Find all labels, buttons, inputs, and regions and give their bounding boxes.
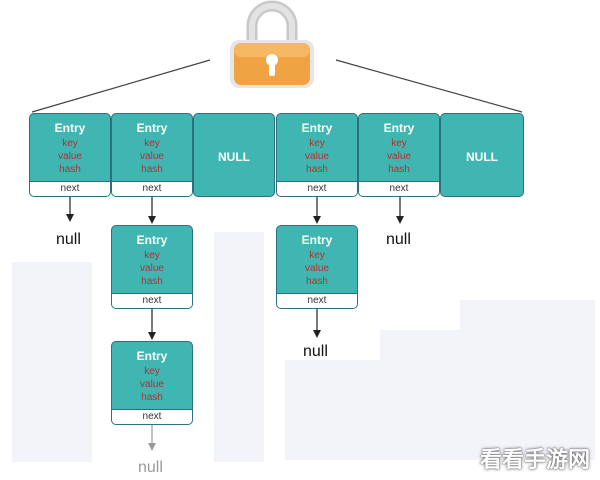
key-field: key <box>309 250 325 261</box>
hash-field: hash <box>388 164 410 175</box>
key-field: key <box>62 138 78 149</box>
value-field: value <box>58 151 82 162</box>
watermark-text: 看看手游网 <box>479 448 590 473</box>
key-field: key <box>144 250 160 261</box>
next-field: next <box>30 181 110 196</box>
key-field: key <box>309 138 325 149</box>
null-terminator: null <box>56 231 81 248</box>
hash-field: hash <box>141 164 163 175</box>
value-field: value <box>387 151 411 162</box>
entry-title: Entry <box>54 121 86 135</box>
key-field: key <box>144 138 160 149</box>
null-cell: NULL <box>440 113 524 197</box>
value-field: value <box>305 151 329 162</box>
entry-cell-chained: Entry key value hash next <box>276 225 358 309</box>
value-field: value <box>140 263 164 274</box>
entry-cell: Entry key value hash next <box>276 113 358 197</box>
entry-cell: Entry key value hash next <box>29 113 111 197</box>
entry-title: Entry <box>136 233 168 247</box>
hash-field: hash <box>306 276 328 287</box>
background-block <box>12 262 92 462</box>
entry-cell: Entry key value hash next <box>358 113 440 197</box>
hash-field: hash <box>306 164 328 175</box>
entry-title: Entry <box>136 349 168 363</box>
entry-title: Entry <box>301 233 333 247</box>
hash-field: hash <box>141 392 163 403</box>
next-field: next <box>112 181 192 196</box>
next-field: next <box>359 181 439 196</box>
padlock-icon <box>230 0 314 88</box>
background-block <box>214 232 264 462</box>
value-field: value <box>305 263 329 274</box>
entry-cell-chained: Entry key value hash next <box>111 225 193 309</box>
next-field: next <box>112 293 192 308</box>
entry-title: Entry <box>301 121 333 135</box>
value-field: value <box>140 151 164 162</box>
entry-cell-chained: Entry key value hash next <box>111 341 193 425</box>
null-cell-label: NULL <box>466 150 498 164</box>
background-block <box>285 360 595 460</box>
next-field: next <box>277 293 357 308</box>
next-field: next <box>277 181 357 196</box>
value-field: value <box>140 379 164 390</box>
null-cell-label: NULL <box>218 150 250 164</box>
background-block <box>460 300 595 340</box>
hash-field: hash <box>59 164 81 175</box>
null-cell: NULL <box>193 113 275 197</box>
null-terminator: null <box>386 231 411 248</box>
null-terminator-faded: null <box>138 459 163 476</box>
lock-line-right <box>335 59 523 113</box>
entry-cell: Entry key value hash next <box>111 113 193 197</box>
hash-field: hash <box>141 276 163 287</box>
entry-title: Entry <box>136 121 168 135</box>
key-field: key <box>144 366 160 377</box>
entry-title: Entry <box>383 121 415 135</box>
null-terminator: null <box>303 343 328 360</box>
lock-line-left <box>31 59 211 113</box>
next-field: next <box>112 409 192 424</box>
key-field: key <box>391 138 407 149</box>
